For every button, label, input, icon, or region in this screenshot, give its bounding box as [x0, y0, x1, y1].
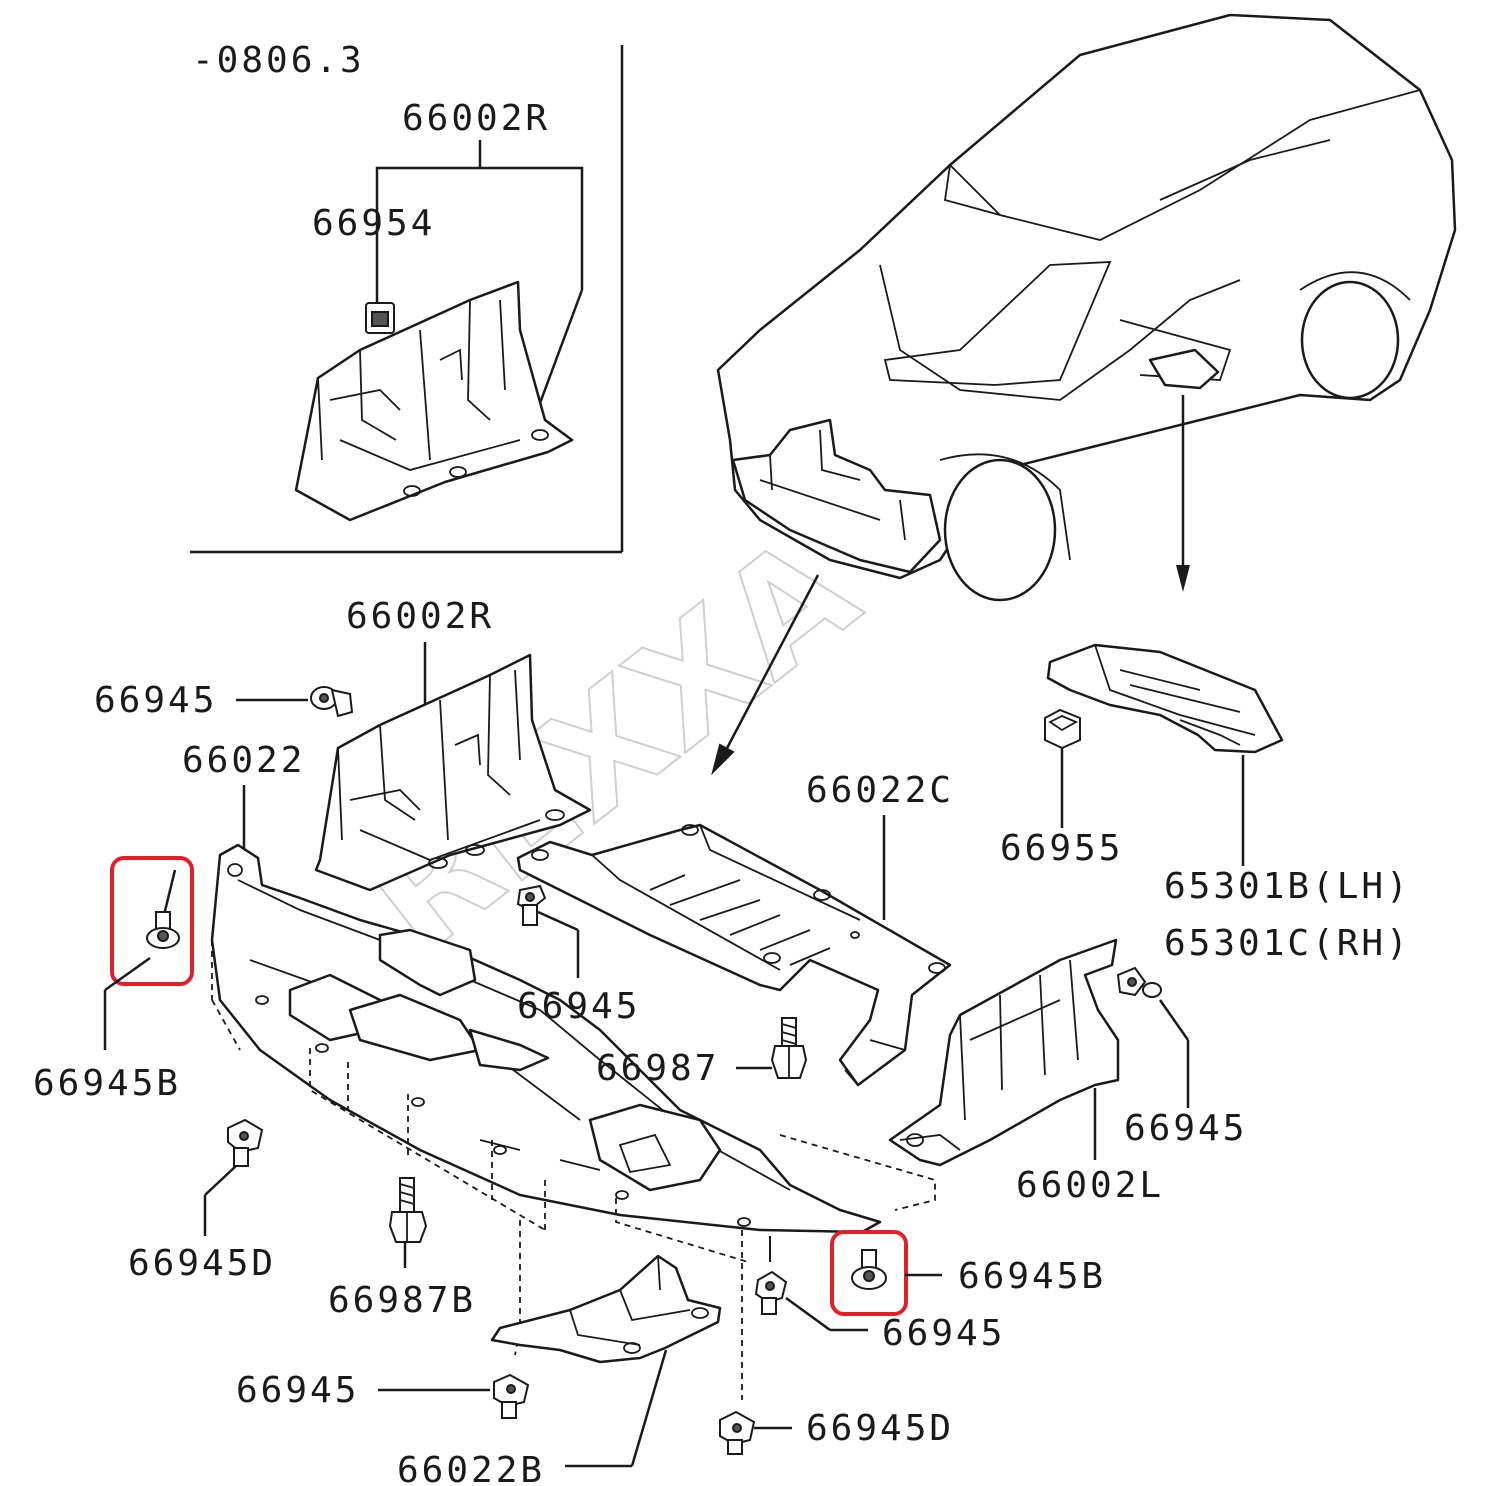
bolt-66987-icon — [770, 1017, 808, 1079]
clip-66945D-left-icon — [227, 1118, 264, 1167]
label-66945B-right: 66945B — [958, 1256, 1106, 1297]
highlight-66945B-right — [830, 1230, 908, 1316]
clip-66945-lower-icon — [754, 1270, 788, 1315]
revision-label: -0806.3 — [192, 40, 365, 81]
label-66945B-left: 66945B — [33, 1063, 181, 1104]
part-66022-front-undercover — [210, 843, 882, 1234]
label-66002R: 66002R — [346, 596, 494, 637]
clip-66955-icon — [1044, 708, 1081, 750]
label-66987B: 66987B — [328, 1280, 476, 1321]
clip-66945B-left-icon — [146, 911, 180, 949]
label-66955: 66955 — [1000, 828, 1123, 869]
label-66945-bottom: 66945 — [236, 1370, 359, 1411]
label-66002L: 66002L — [1016, 1165, 1164, 1206]
clip-66945D-bottom-icon — [719, 1410, 756, 1455]
part-66002L-shield — [888, 938, 1120, 1167]
inset-clip-label: 66954 — [312, 203, 435, 244]
bolt-66987B-icon — [388, 1177, 428, 1243]
label-66945D-bottom: 66945D — [806, 1408, 954, 1449]
clip-66954-icon — [365, 302, 395, 334]
part-65301-rear-shield — [1046, 643, 1284, 754]
label-66945-right: 66945 — [1124, 1108, 1247, 1149]
highlight-66945B-left — [110, 856, 194, 986]
label-66945-top: 66945 — [94, 680, 217, 721]
clip-66945-bottom-icon — [493, 1373, 530, 1419]
label-66945-lower: 66945 — [882, 1313, 1005, 1354]
label-66987: 66987 — [596, 1048, 719, 1089]
part-66002R-shield — [314, 653, 592, 892]
label-65301C: 65301C(RH) — [1164, 923, 1411, 964]
label-66022C: 66022C — [806, 770, 954, 811]
label-66022: 66022 — [182, 740, 305, 781]
label-66945-mid: 66945 — [517, 986, 640, 1027]
label-65301B: 65301B(LH) — [1164, 866, 1411, 907]
arrow-to-front-shield — [711, 574, 820, 776]
arrow-to-rear-shield — [1176, 395, 1190, 592]
label-66022B: 66022B — [397, 1450, 545, 1486]
car-outline — [716, 13, 1457, 602]
inset-part-label: 66002R — [402, 98, 550, 139]
clip-66945B-right-icon — [851, 1249, 887, 1290]
label-66945D-left: 66945D — [128, 1243, 276, 1284]
part-66022B-undercover — [490, 1254, 722, 1364]
inset-box: -0806.3 66002R 66954 — [190, 40, 624, 554]
clip-66945-top-icon — [310, 686, 354, 718]
inset-splash-shield — [294, 280, 574, 522]
part-66022C-center-undercover — [516, 823, 952, 1087]
clip-66945-mid-icon — [516, 884, 547, 926]
clip-66945-right-icon — [1116, 966, 1162, 998]
